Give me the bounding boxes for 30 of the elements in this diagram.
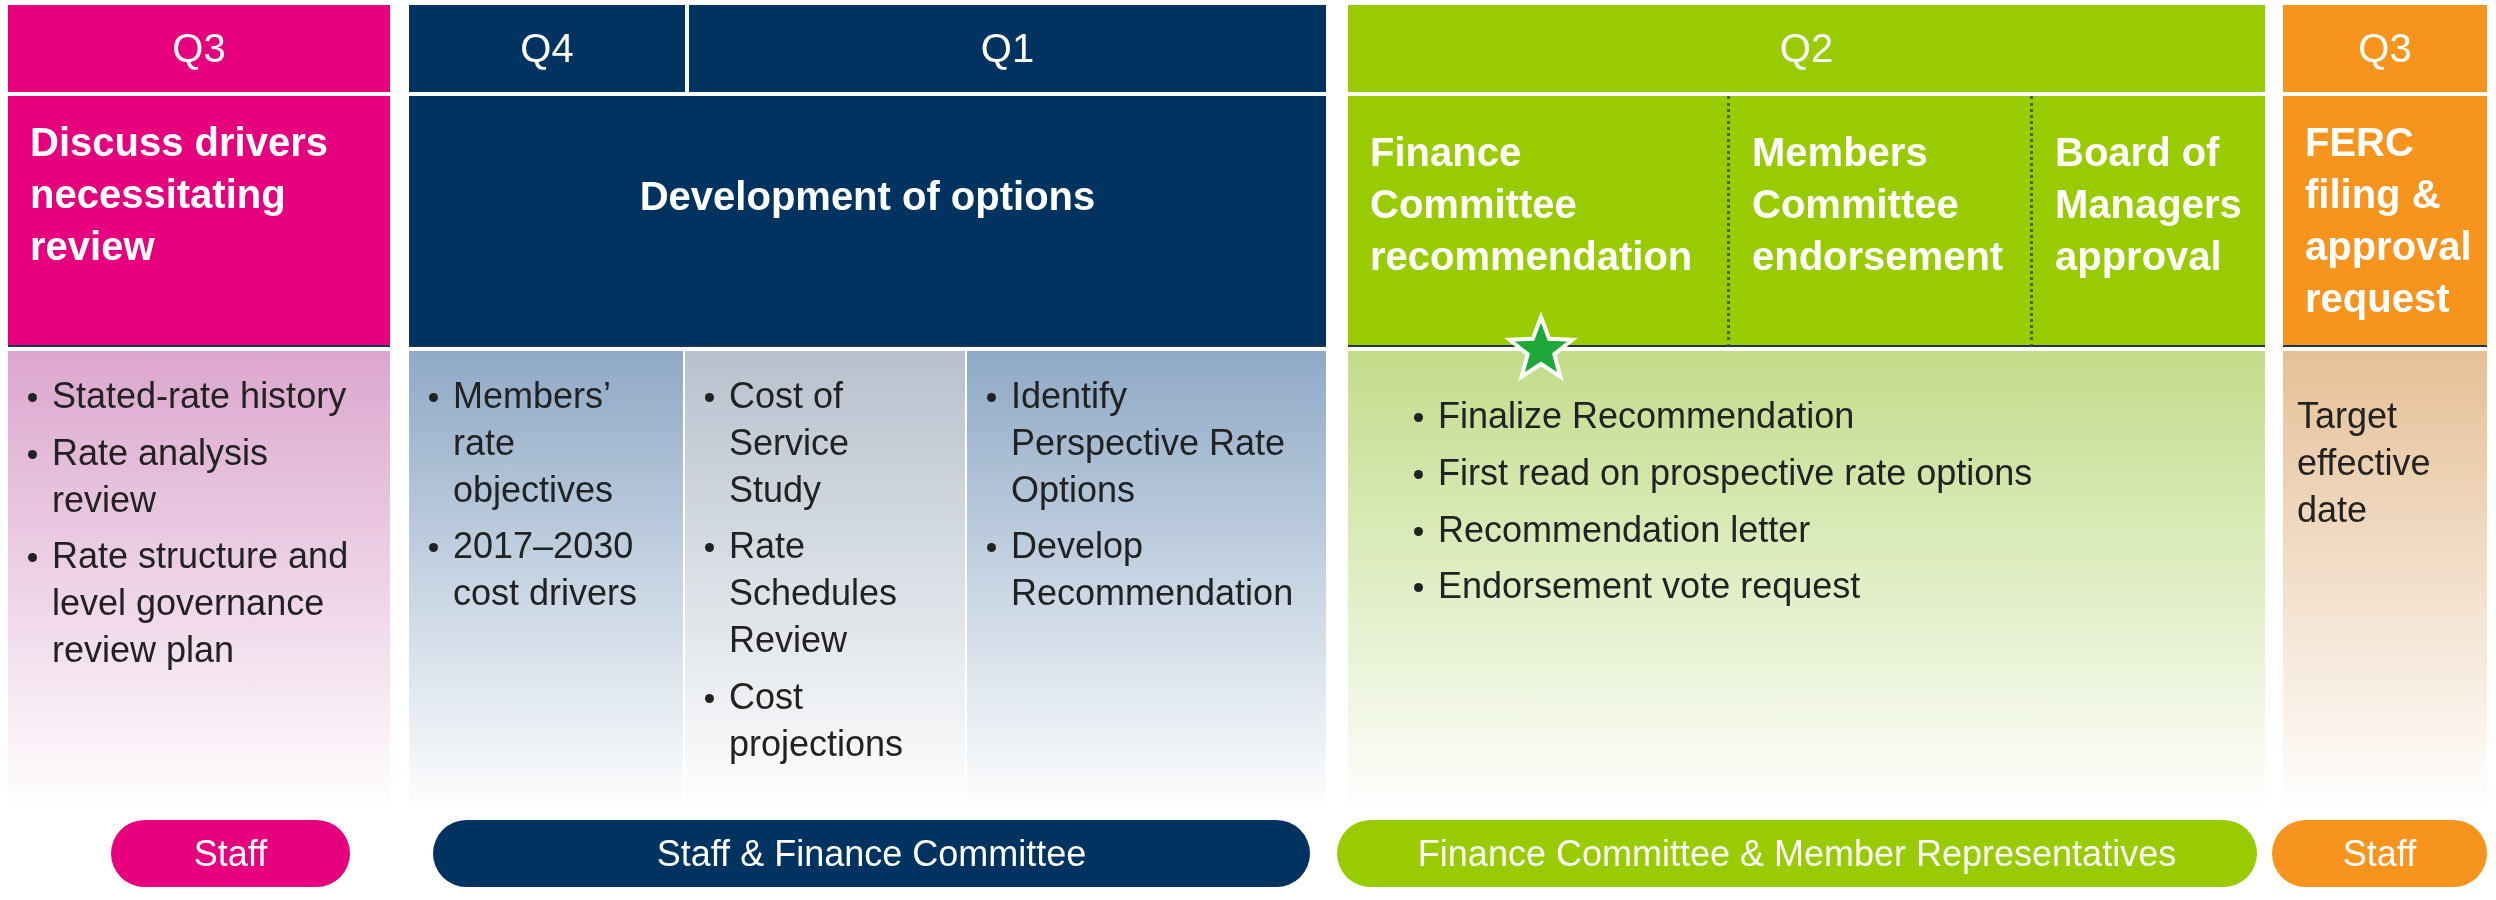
bullet-item: Rate structure and level governance review plan <box>52 534 350 672</box>
phase-heading: Discuss drivers necessitating review <box>8 96 390 347</box>
bullet-item: Stated-rate history <box>52 374 347 418</box>
bullet-item: Members’ rate objectives <box>453 374 615 512</box>
team-label: Finance Committee & Member Representatives <box>1337 820 2257 887</box>
quarter-label: Q3 <box>8 5 390 92</box>
team-label: Staff & Finance Committee <box>433 820 1310 887</box>
bullet-item: Develop Recommendation <box>1011 524 1295 616</box>
phase-heading: Board of Managers approval <box>2030 96 2265 347</box>
bullet-item: Finalize Recommendation <box>1438 394 1855 438</box>
quarter-label: Q2 <box>1348 5 2265 92</box>
quarter-label: Q3 <box>2283 5 2487 92</box>
quarter-label: Q4 <box>409 5 685 92</box>
bullet-item: 2017–2030 cost drivers <box>453 524 639 616</box>
team-label: Staff <box>111 820 350 887</box>
bullet-item: Identify Perspective Rate Options <box>1011 374 1287 512</box>
phase-heading: Finance Committee recommendation <box>1348 96 1727 347</box>
bullet-item: Rate analysis review <box>52 430 270 522</box>
task-text: Target effective date <box>2297 394 2432 532</box>
bullet-item: Rate Schedules Review <box>729 524 899 662</box>
bullet-item: Cost of Service Study <box>729 374 851 512</box>
quarter-label: Q1 <box>689 5 1326 92</box>
phase-heading: Development of options <box>409 96 1326 347</box>
phase-heading: Members Committee endorsement <box>1727 96 2030 347</box>
bullet-item: Recommendation letter <box>1438 507 1811 552</box>
bullet-item: Endorsement vote request <box>1438 564 1861 609</box>
team-label: Staff <box>2272 820 2487 887</box>
bullet-item: Cost projections <box>729 674 905 766</box>
phase-heading: FERC filing & approval request <box>2283 96 2487 347</box>
bullet-item: First read on prospective rate options <box>1438 450 2033 495</box>
